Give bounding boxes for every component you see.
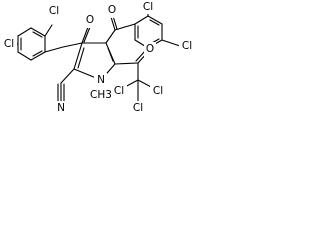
oxygen-atom-label: O: [86, 14, 94, 26]
chlorine-atom-label: Cl: [133, 102, 143, 114]
oxygen-atom-label: O: [108, 4, 116, 16]
nitrogen-atom-label: N: [97, 74, 105, 86]
chlorine-atom-label: Cl: [153, 85, 163, 97]
chlorine-atom-label: Cl: [143, 1, 153, 13]
oxygen-atom-label: O: [146, 43, 154, 55]
chlorine-atom-label: Cl: [49, 5, 59, 17]
chlorine-atom-label: Cl: [114, 85, 124, 97]
methyl-group-label: CH3: [90, 89, 112, 101]
atom-labels: Cl Cl O O Cl Cl N CH3 O Cl Cl Cl N: [1, 1, 195, 116]
nitrogen-atom-label: N: [57, 102, 65, 114]
chlorine-atom-label: Cl: [4, 38, 14, 50]
chlorine-atom-label: Cl: [182, 40, 192, 52]
chemical-structure-diagram: Cl Cl O O Cl Cl N CH3 O Cl Cl Cl N: [1, 1, 195, 116]
